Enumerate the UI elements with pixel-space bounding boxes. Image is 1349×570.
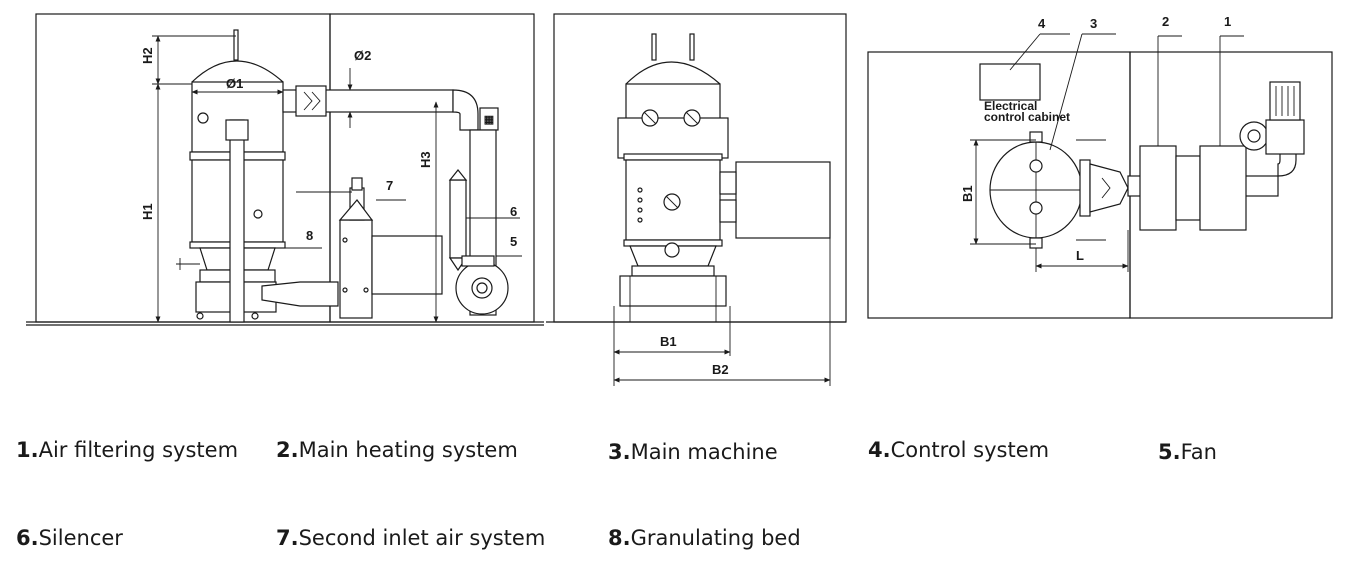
dim-l: L xyxy=(1076,248,1084,263)
legend-number: 7. xyxy=(276,526,299,550)
cabinet-label-line1: Electrical xyxy=(984,99,1037,113)
legend-text: Granulating bed xyxy=(630,526,801,550)
svg-text:▦: ▦ xyxy=(484,114,494,126)
control-cabinet xyxy=(979,63,1041,101)
air-duct-vertical xyxy=(229,119,245,323)
side-main-machine xyxy=(617,33,729,322)
inlet-duct xyxy=(261,281,339,307)
dim-h2: H2 xyxy=(140,47,155,64)
legend-item-silencer: 6.Silencer xyxy=(16,526,123,550)
legend-number: 6. xyxy=(16,526,39,550)
callout-3: 3 xyxy=(1090,16,1097,31)
top-air-pipe: ▦ xyxy=(282,85,499,131)
dim-b1-side: B1 xyxy=(660,334,677,349)
legend-text: Air filtering system xyxy=(38,438,239,462)
callout-8: 8 xyxy=(306,228,313,243)
callout-7: 7 xyxy=(386,178,393,193)
legend-item-fan: 5.Fan xyxy=(1158,440,1217,464)
callout-2: 2 xyxy=(1162,14,1169,29)
callout-6: 6 xyxy=(510,204,517,219)
silencer xyxy=(448,169,468,272)
plan-heater-and-filter xyxy=(1127,145,1297,231)
callout-1: 1 xyxy=(1224,14,1231,29)
legend-text: Fan xyxy=(1180,440,1217,464)
legend-number: 8. xyxy=(608,526,631,550)
legend-text: Silencer xyxy=(38,526,123,550)
side-dimension-lines xyxy=(613,238,831,386)
front-elevation-view: ▦ xyxy=(26,13,544,326)
legend-text: Main machine xyxy=(630,440,778,464)
dim-b1-plan: B1 xyxy=(960,185,975,202)
legend-number: 1. xyxy=(16,438,39,462)
second-inlet-air-system xyxy=(296,177,443,319)
legend-item-main-heating: 2.Main heating system xyxy=(276,438,518,462)
legend-number: 3. xyxy=(608,440,631,464)
dim-h3: H3 xyxy=(418,151,433,168)
dim-d2: Ø2 xyxy=(354,48,371,63)
legend-number: 2. xyxy=(276,438,299,462)
dim-b2-side: B2 xyxy=(712,362,729,377)
legend-text: Control system xyxy=(890,438,1050,462)
legend-item-second-inlet: 7.Second inlet air system xyxy=(276,526,545,550)
plan-view: Electrical control cabinet xyxy=(867,14,1333,319)
room-wall-left xyxy=(35,13,331,323)
legend-text: Main heating system xyxy=(298,438,518,462)
legend-item-granulating-bed: 8.Granulating bed xyxy=(608,526,801,550)
plan-callout-lines xyxy=(1009,33,1244,151)
legend-number: 4. xyxy=(868,438,891,462)
legend-text: Second inlet air system xyxy=(298,526,546,550)
plan-dimension-lines xyxy=(970,139,1129,272)
callout-4: 4 xyxy=(1038,16,1046,31)
dimension-lines xyxy=(152,35,522,323)
side-elevation-view: B1 B2 xyxy=(546,13,847,386)
dim-h1: H1 xyxy=(140,203,155,220)
callout-5: 5 xyxy=(510,234,517,249)
fan xyxy=(455,255,509,315)
dim-d1: Ø1 xyxy=(226,76,243,91)
plan-main-machine xyxy=(989,131,1129,249)
side-heater-box xyxy=(719,161,831,239)
plan-fan xyxy=(1239,81,1305,155)
legend-item-control-system: 4.Control system xyxy=(868,438,1049,462)
cabinet-label-line2: control cabinet xyxy=(984,110,1070,124)
equipment-drawing: ▦ xyxy=(26,13,1333,386)
legend-item-air-filtering: 1.Air filtering system xyxy=(16,438,238,462)
legend-item-main-machine: 3.Main machine xyxy=(608,440,778,464)
legend-number: 5. xyxy=(1158,440,1181,464)
